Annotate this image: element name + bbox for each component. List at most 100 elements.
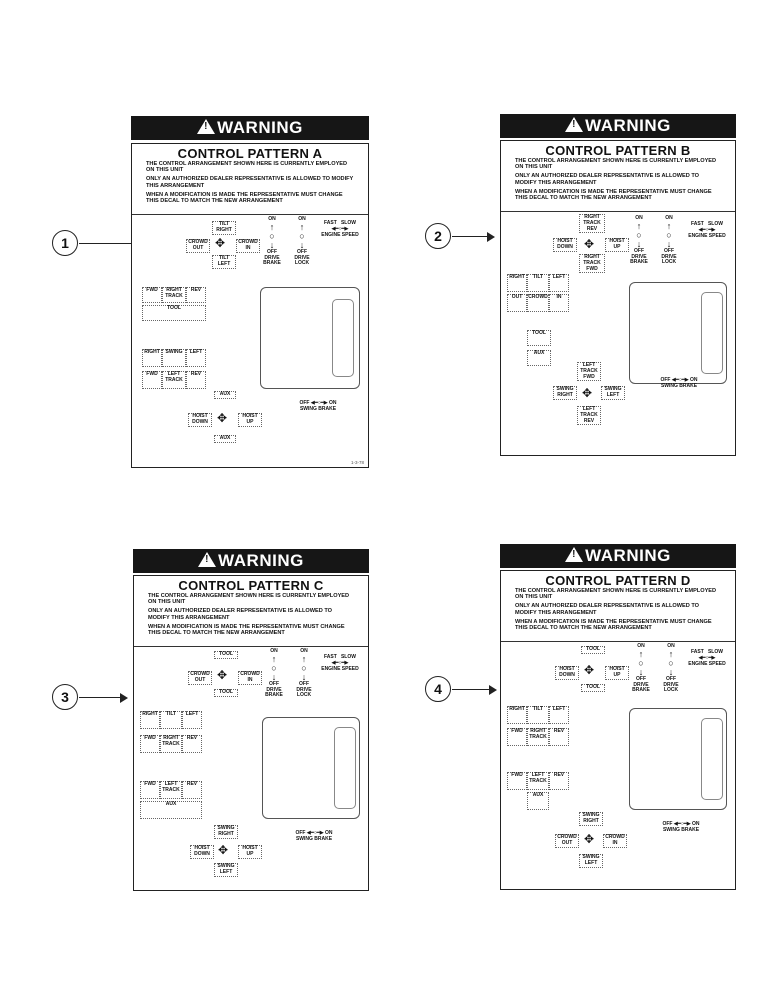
callout-number: 2 (425, 223, 451, 249)
control-label: LEFT (186, 349, 206, 367)
control-label: REV (549, 728, 569, 746)
cross-arrows-icon: ✥ (218, 843, 229, 857)
text-line: ONLY AN AUTHORIZED DEALER REPRESENTATIVE… (515, 173, 699, 186)
callout-number: 3 (52, 684, 78, 710)
control-label: IN (549, 294, 569, 312)
toggle-icon: ↑○↓ (668, 648, 674, 677)
drive-lock-switch: ON ↑○↓ OFF DRIVE LOCK (657, 215, 681, 266)
control-label: AUX (527, 350, 551, 366)
control-label: AUX (214, 391, 236, 399)
decal-text: THE CONTROL ARRANGEMENT SHOWN HERE IS CU… (146, 161, 354, 204)
control-label: HOIST DOWN (555, 666, 579, 680)
on-label: ON (325, 830, 333, 836)
control-label: TILT RIGHT (212, 221, 236, 235)
cross-arrows-icon: ✥ (582, 386, 593, 400)
cross-arrows-icon: ✥ (215, 236, 226, 250)
text-line: ONLY AN AUTHORIZED DEALER REPRESENTATIVE… (148, 608, 332, 621)
cross-arrows-icon: ✥ (217, 411, 228, 425)
control-label: SWING LEFT (601, 386, 625, 400)
arrowhead-icon (487, 232, 495, 242)
arrowhead-icon (120, 693, 128, 703)
swing-brake-label: SWING BRAKE (295, 835, 333, 842)
control-label: HOIST UP (605, 666, 629, 680)
drive-brake-switch: ON ↑○↓ OFF DRIVE BRAKE (629, 643, 653, 694)
seat-outline (701, 292, 723, 374)
control-label: SWING RIGHT (579, 812, 603, 826)
warning-label: WARNING (217, 118, 303, 137)
off-label: OFF (299, 400, 310, 406)
engine-speed-label: ENGINE SPEED (688, 660, 726, 667)
control-label: SWING LEFT (214, 863, 238, 877)
control-label: RIGHT TRACK (527, 728, 549, 746)
text-line: WHEN A MODIFICATION IS MADE THE REPRESEN… (515, 618, 712, 632)
cross-arrows-icon: ✥ (584, 663, 595, 677)
control-label: HOIST UP (238, 845, 262, 859)
control-label: TOOL (527, 330, 551, 346)
warning-triangle-icon (198, 552, 217, 567)
pattern-title: CONTROL PATTERN B (545, 143, 691, 158)
slow-label: SLOW (707, 221, 723, 227)
fast-label: FAST (691, 649, 704, 655)
toggle-icon: ◀━○━▶ (331, 659, 349, 666)
warning-banner: WARNING (133, 549, 369, 573)
control-label: LEFT TRACK (160, 781, 182, 799)
slow-label: SLOW (707, 649, 723, 655)
text-line: WHEN A MODIFICATION IS MADE THE REPRESEN… (146, 191, 343, 205)
cab-outline (629, 282, 727, 384)
control-label: LEFT (182, 711, 202, 729)
off-label: OFF (634, 247, 644, 254)
on-label: ON (665, 215, 673, 221)
decal-pattern-d: WARNING CONTROL PATTERN D THE CONTROL AR… (500, 544, 736, 890)
cab-outline (629, 708, 727, 810)
decal-panel: CONTROL PATTERN D THE CONTROL ARRANGEMEN… (500, 570, 736, 890)
control-label: SWING RIGHT (553, 386, 577, 400)
control-label: REV (186, 371, 206, 389)
pattern-title: CONTROL PATTERN D (545, 573, 691, 588)
off-label: OFF (636, 675, 646, 682)
off-label: OFF (299, 680, 309, 687)
decal-code: 1-3-78 (350, 460, 364, 465)
warning-triangle-icon (565, 117, 584, 132)
off-label: OFF (664, 247, 674, 254)
control-label: LEFT TRACK FWD (577, 362, 601, 382)
control-label: FWD (142, 287, 162, 303)
control-label: TILT (160, 711, 182, 729)
control-label: AUX (140, 801, 202, 819)
on-label: ON (635, 215, 643, 221)
toggle-icon: ↑○↓ (269, 221, 275, 250)
toggle-icon: ↑○↓ (666, 220, 672, 249)
drive-brake-label: DRIVE BRAKE (632, 681, 650, 694)
on-label: ON (637, 643, 645, 649)
control-label: TOOL (142, 305, 206, 321)
decal-pattern-c: WARNING CONTROL PATTERN C THE CONTROL AR… (133, 549, 369, 891)
control-label: FWD (140, 735, 160, 753)
decal-pattern-a: WARNING CONTROL PATTERN A THE CONTROL AR… (131, 116, 369, 468)
fast-label: FAST (324, 220, 337, 226)
engine-speed-switch: FAST SLOW ◀━○━▶ ENGINE SPEED (318, 654, 362, 672)
control-label: LEFT (549, 274, 569, 292)
control-label: HOIST UP (605, 238, 629, 252)
seat-outline (332, 299, 354, 377)
on-label: ON (268, 216, 276, 222)
pattern-title: CONTROL PATTERN A (177, 146, 323, 161)
decal-diagram: RIGHT TRACK REV HOIST DOWN ✥ HOIST UP RI… (501, 212, 735, 455)
warning-label: WARNING (585, 546, 671, 565)
control-label: RIGHT (507, 706, 527, 724)
control-label: AUX (527, 792, 549, 810)
leader-line (79, 697, 123, 699)
leader-line (452, 689, 492, 691)
toggle-icon: ↑○↓ (271, 653, 277, 682)
off-label: OFF (269, 680, 279, 687)
control-label: LEFT TRACK (162, 371, 186, 389)
drive-brake-switch: ON ↑○↓ OFF DRIVE BRAKE (627, 215, 651, 266)
engine-speed-label: ENGINE SPEED (321, 231, 359, 238)
toggle-icon: ◀━○━▶ (698, 226, 716, 233)
decal-header: CONTROL PATTERN B THE CONTROL ARRANGEMEN… (501, 141, 735, 212)
text-line: THE CONTROL ARRANGEMENT SHOWN HERE IS CU… (148, 593, 350, 606)
control-label: SWING LEFT (579, 854, 603, 868)
off-label: OFF (267, 248, 277, 255)
warning-banner: WARNING (131, 116, 369, 140)
warning-triangle-icon (197, 119, 216, 134)
control-label: CROWD OUT (555, 834, 579, 848)
decal-header: CONTROL PATTERN D THE CONTROL ARRANGEMEN… (501, 571, 735, 642)
